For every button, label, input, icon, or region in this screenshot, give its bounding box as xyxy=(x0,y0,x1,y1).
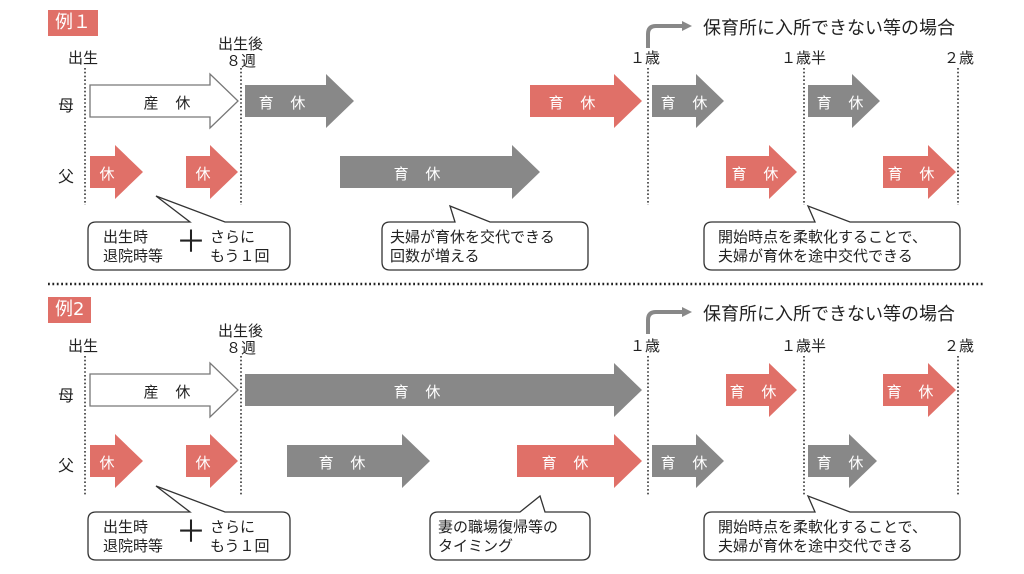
example-2-callout-1-bubble xyxy=(87,485,291,561)
example-2-father-bar-2 xyxy=(186,434,238,488)
example-1-callout-2-line2: 回数が増える xyxy=(390,247,480,265)
example-1-callout-2-line1: 夫婦が育休を交代できる xyxy=(390,228,555,246)
example-1-callout-1-left-line1: 出生時 xyxy=(103,228,149,246)
example-1-marker-birth: 出生 xyxy=(68,49,99,67)
example-2-mother-bar-3 xyxy=(726,363,797,417)
example-1-callout-3-bubble xyxy=(703,204,961,271)
example-2-marker-birth: 出生 xyxy=(68,337,99,355)
example-2-row-father: 父 xyxy=(58,456,75,475)
example-1-tag: 例１ xyxy=(48,10,98,36)
example-2-father-childcare-leave-4: 育 休 xyxy=(816,454,870,472)
example-2-father-childcare-leave-2: 育 休 xyxy=(541,454,595,472)
example-2-callout-1-plus: ＋ xyxy=(176,515,206,550)
example-1-father-leave-2: 休 xyxy=(195,165,211,183)
example-2-mother-maternity-leave: 産 休 xyxy=(143,383,197,401)
example-2-mother-childcare-leave-2: 育 休 xyxy=(729,383,783,401)
example-1-father-leave-1: 休 xyxy=(99,165,115,183)
example-1-marker-age1-5: １歳半 xyxy=(781,49,827,67)
example-2-row-mother: 母 xyxy=(58,386,75,405)
example-2-callout-1-right-line1: さらに xyxy=(210,518,256,536)
example-2-callout-3-bubble xyxy=(703,494,961,561)
example-1-mother-maternity-leave: 産 休 xyxy=(143,94,197,112)
example-1-callout-3-line1: 開始時点を柔軟化することで、 xyxy=(718,228,927,246)
example-2-father-leave-2: 休 xyxy=(195,454,211,472)
example-1-mother-bar-3 xyxy=(530,74,642,128)
example-1-row-father: 父 xyxy=(58,167,75,186)
example-2-mother-bar-4 xyxy=(883,363,956,417)
example-2-callout-3-line1: 開始時点を柔軟化することで、 xyxy=(718,518,927,536)
example-1-marker-week8-line1: 出生後 xyxy=(218,35,264,53)
example-1-note-arrow-icon xyxy=(646,24,684,48)
example-2-mother-bar-1 xyxy=(89,361,239,419)
example-1-mother-bar-2 xyxy=(245,74,354,128)
example-1-marker-age2: ２歳 xyxy=(944,49,975,67)
example-2-note-arrow-icon xyxy=(646,310,684,334)
example-2-marker-week8-line2: ８週 xyxy=(226,339,257,357)
example-1-mother-childcare-leave-3: 育 休 xyxy=(660,94,714,112)
example-1-father-bar-4 xyxy=(726,145,797,199)
example-1-daycare-note: 保育所に入所できない等の場合 xyxy=(703,18,955,39)
example-2-marker-age2: ２歳 xyxy=(944,337,975,355)
example-1-mother-bar-4 xyxy=(652,74,724,128)
example-2-marker-age1-5: １歳半 xyxy=(781,337,827,355)
example-1-note-arrow-icon-head xyxy=(682,21,692,31)
example-1-father-childcare-leave-2: 育 休 xyxy=(731,165,785,183)
example-2-father-bar-3 xyxy=(287,434,430,488)
example-1-callout-1-plus: ＋ xyxy=(176,225,206,260)
example-2-callout-1-left-line2: 退院時等 xyxy=(103,537,164,555)
example-2-marker-age1: １歳 xyxy=(630,337,661,355)
example-1-callout-3-line2: 夫婦が育休を途中交代できる xyxy=(718,247,913,265)
example-1-row-mother: 母 xyxy=(58,96,75,115)
example-2-father-bar-4 xyxy=(517,434,642,488)
example-1-mother-bar-5 xyxy=(808,74,880,128)
example-2-callout-1-left-line1: 出生時 xyxy=(103,518,149,536)
example-1-father-bar-3 xyxy=(340,145,540,199)
example-1-father-bar-1 xyxy=(90,145,143,199)
example-2-daycare-note: 保育所に入所できない等の場合 xyxy=(703,304,955,325)
example-1-marker-age1: １歳 xyxy=(630,49,661,67)
example-1-callout-1-right-line1: さらに xyxy=(210,228,256,246)
example-1-mother-childcare-leave-4: 育 休 xyxy=(816,94,870,112)
example-2-mother-bar-2 xyxy=(245,363,642,417)
example-1-mother-childcare-leave-1: 育 休 xyxy=(258,94,312,112)
example-2-father-childcare-leave-1: 育 休 xyxy=(318,454,372,472)
example-1-father-childcare-leave-1: 育 休 xyxy=(393,165,447,183)
example-1-father-bar-5 xyxy=(883,145,956,199)
example-2-marker-week8-line1: 出生後 xyxy=(218,322,264,340)
example-2-father-leave-1: 休 xyxy=(99,454,115,472)
example-1-marker-week8-line2: ８週 xyxy=(226,52,257,70)
example-2-father-bar-5 xyxy=(652,434,724,488)
example-2-father-bar-6 xyxy=(808,434,877,488)
example-2-callout-1-right-line2: もう１回 xyxy=(210,537,270,555)
example-1-callout-1-right-line2: もう１回 xyxy=(210,247,270,265)
example-2-father-childcare-leave-3: 育 休 xyxy=(660,454,714,472)
example-2-note-arrow-icon-head xyxy=(682,307,692,317)
example-2-callout-2-line2: タイミング xyxy=(438,537,514,555)
example-1-mother-childcare-leave-2: 育 休 xyxy=(548,94,602,112)
example-1-father-childcare-leave-3: 育 休 xyxy=(887,165,941,183)
example-2-mother-childcare-leave-1: 育 休 xyxy=(393,383,447,401)
example-2-mother-childcare-leave-3: 育 休 xyxy=(886,383,940,401)
example-1-callout-1-left-line2: 退院時等 xyxy=(103,247,164,265)
example-2-father-bar-1 xyxy=(90,434,143,488)
example-1-father-bar-2 xyxy=(186,145,238,199)
example-1-mother-bar-1 xyxy=(89,72,239,130)
example-2-callout-2-line1: 妻の職場復帰等の xyxy=(438,518,559,536)
example-2-callout-2-bubble xyxy=(429,494,591,561)
example-1-callout-2-bubble xyxy=(381,204,589,271)
example-1-callout-1-bubble xyxy=(87,195,291,271)
example-2-tag: 例2 xyxy=(48,297,92,323)
example-2-callout-3-line2: 夫婦が育休を途中交代できる xyxy=(718,537,913,555)
